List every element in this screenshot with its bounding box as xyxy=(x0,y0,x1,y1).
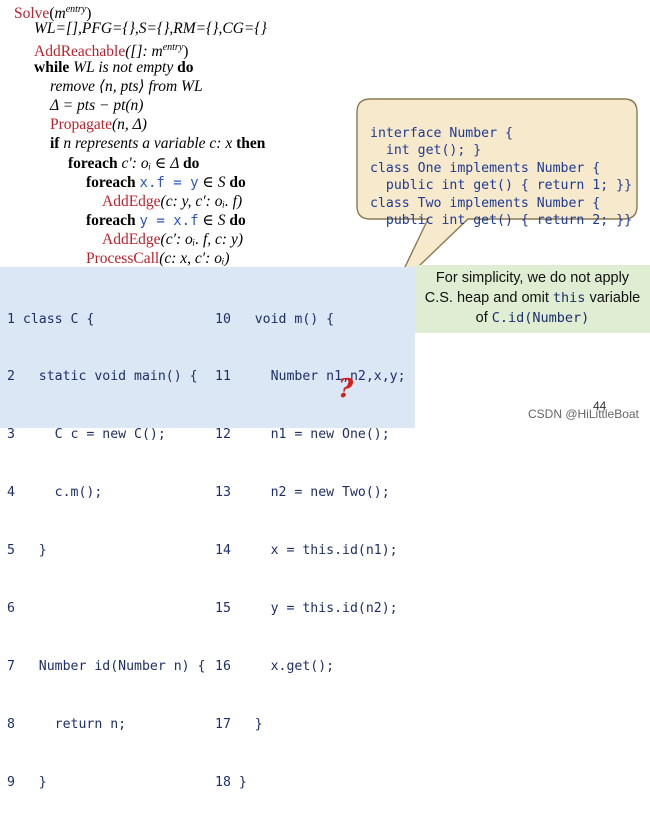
code-line: 5 } xyxy=(7,543,47,559)
question-mark-icon: ? xyxy=(338,374,354,404)
load-stmt: y = x.f xyxy=(139,213,199,230)
algorithm-pseudocode: Solve(mentry) WL=[],PFG={},S={},RM={},CG… xyxy=(14,0,267,269)
addreachable-fn: AddReachable xyxy=(34,43,126,61)
callout-bubble: interface Number { int get(); } class One… xyxy=(356,98,638,273)
while-keyword: while xyxy=(34,58,70,76)
then-keyword: then xyxy=(236,135,266,153)
foreach-keyword: foreach xyxy=(86,212,136,230)
while-cond: WL is not empty xyxy=(69,58,178,76)
code-line: 9 } xyxy=(7,774,47,790)
code-line: 3 C c = new C(); xyxy=(7,427,166,443)
note-text: variable xyxy=(585,290,641,306)
algo-line-2: WL=[],PFG={},S={},RM={},CG={} xyxy=(34,20,267,38)
callout-code: interface Number { int get(); } class One… xyxy=(370,107,632,265)
addedge-args: (c′: oᵢ. f, c: y) xyxy=(160,231,243,249)
code-line: 11 Number n1,n2,x,y; xyxy=(215,369,406,385)
store-stmt: x.f = y xyxy=(139,174,199,191)
processcall-fn: ProcessCall xyxy=(86,250,160,268)
callout-line-2: int get(); } xyxy=(370,143,482,158)
addreachable-arg: ([]: m xyxy=(125,43,163,61)
addedge-fn: AddEdge xyxy=(102,231,161,249)
code-line: 14 x = this.id(n1); xyxy=(215,543,398,559)
algo-line-5: remove ⟨n, pts⟩ from WL xyxy=(50,77,203,95)
code-line: 16 x.get(); xyxy=(215,658,335,674)
solve-arg: m xyxy=(54,5,66,23)
code-line: 4 c.m(); xyxy=(7,485,103,501)
do-keyword: do xyxy=(229,212,246,230)
algo-line-11: AddEdge(c: y, c′: oᵢ. f) xyxy=(14,192,267,211)
watermark: CSDN @HiLittleBoat xyxy=(528,407,639,421)
note-code-this: this xyxy=(552,290,586,306)
simplicity-note: For simplicity, we do not apply C.S. hea… xyxy=(415,265,650,333)
foreach-cond: ∈ S xyxy=(198,173,230,191)
foreach-cond: ∈ S xyxy=(198,212,230,230)
algo-line-6: Δ = pts − pt(n) xyxy=(50,96,144,114)
code-line: 13 n2 = new Two(); xyxy=(215,485,390,501)
algo-line-4: while WL is not empty do xyxy=(14,58,267,77)
solve-sup: entry xyxy=(65,4,87,15)
note-text: of xyxy=(475,310,492,326)
algo-line-9: foreach c′: oᵢ ∈ Δ do xyxy=(14,154,267,173)
do-keyword: do xyxy=(177,58,194,76)
if-cond: n represents a variable c: x xyxy=(59,135,237,153)
code-line: 1 class C { xyxy=(7,311,95,327)
solve-fn: Solve xyxy=(14,5,50,23)
algo-line-13: AddEdge(c′: oᵢ. f, c: y) xyxy=(14,230,267,249)
code-line: 2 static void main() { xyxy=(7,369,198,385)
propagate-fn: Propagate xyxy=(50,116,112,134)
callout-line-3: class One implements Number { xyxy=(370,160,601,176)
algo-line-14: ProcessCall(c: x, c′: oᵢ) xyxy=(14,249,267,268)
foreach-keyword: foreach xyxy=(68,154,118,172)
algo-line-1: Solve(mentry) xyxy=(14,4,92,23)
code-line: 12 n1 = new One(); xyxy=(215,427,390,443)
foreach-cond: c′: oᵢ ∈ Δ xyxy=(117,154,183,172)
processcall-args: (c: x, c′: oᵢ) xyxy=(159,250,230,268)
code-left-column: 1 class C { 2 static void main() { 3 C c… xyxy=(7,271,206,831)
do-keyword: do xyxy=(229,173,246,191)
note-text: C.S. heap and omit xyxy=(424,290,553,306)
code-line: 8 return n; xyxy=(7,716,127,732)
callout-line-6: public int get() { return 2; }} xyxy=(370,213,633,228)
algo-line-10: foreach x.f = y ∈ S do xyxy=(14,173,267,192)
code-line: 18 } xyxy=(215,774,247,790)
code-line: 7 Number id(Number n) { xyxy=(7,658,206,674)
code-line: 15 y = this.id(n2); xyxy=(215,601,398,617)
do-keyword: do xyxy=(182,154,200,172)
code-line: 6 xyxy=(7,601,15,617)
algo-line-12: foreach y = x.f ∈ S do xyxy=(14,211,267,230)
addedge-args: (c: y, c′: oᵢ. f) xyxy=(160,192,243,210)
callout-line-5: class Two implements Number { xyxy=(370,195,601,211)
callout-line-4: public int get() { return 1; }} xyxy=(370,178,633,193)
code-line: 17 } xyxy=(215,716,263,732)
note-code-method: C.id(Number) xyxy=(491,310,590,326)
note-line-3: of C.id(Number) xyxy=(415,308,650,328)
foreach-keyword: foreach xyxy=(86,173,136,191)
propagate-args: (n, Δ) xyxy=(111,116,147,134)
note-line-1: For simplicity, we do not apply xyxy=(435,270,630,286)
algo-line-3: AddReachable([]: mentry) xyxy=(34,42,189,61)
callout-line-1: interface Number { xyxy=(370,125,513,141)
note-line-2: C.S. heap and omit this variable xyxy=(415,288,650,308)
slide-number: 44 xyxy=(593,399,607,413)
if-keyword: if xyxy=(50,135,60,153)
addedge-fn: AddEdge xyxy=(102,192,161,210)
addreachable-sup: entry xyxy=(162,42,184,54)
callout-shape xyxy=(356,98,638,273)
code-line: 10 void m() { xyxy=(215,311,335,327)
algo-line-7: Propagate(n, Δ) xyxy=(14,115,267,134)
code-right-column: 10 void m() { 11 Number n1,n2,x,y; 12 n1… xyxy=(215,271,406,831)
algo-line-8: if n represents a variable c: x then xyxy=(14,134,267,153)
